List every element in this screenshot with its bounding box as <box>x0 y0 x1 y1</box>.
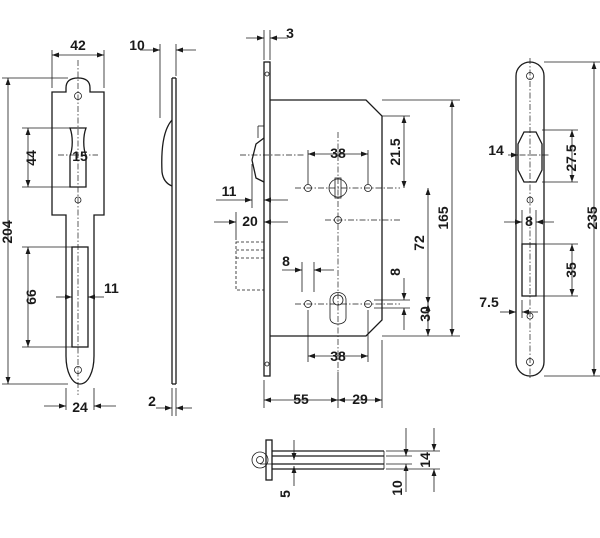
label-21-5: 21.5 <box>387 138 403 165</box>
label-15: 15 <box>72 148 88 164</box>
label-35: 35 <box>563 262 579 278</box>
label-11-strike: 11 <box>104 280 119 296</box>
label-10-section: 10 <box>389 480 405 496</box>
lock-body <box>214 30 460 408</box>
label-38-lower: 38 <box>330 348 346 364</box>
label-10-side: 10 <box>129 37 145 53</box>
label-8-face: 8 <box>525 213 533 229</box>
label-66: 66 <box>23 289 39 305</box>
label-8-left: 8 <box>282 253 290 269</box>
label-20: 20 <box>242 213 258 229</box>
label-24: 24 <box>72 399 88 415</box>
label-235: 235 <box>584 206 600 230</box>
label-5: 5 <box>277 490 293 498</box>
faceplate-front <box>500 58 600 380</box>
label-14-latch: 14 <box>488 142 504 158</box>
label-44: 44 <box>23 150 39 166</box>
striking-plate-side <box>140 44 196 416</box>
label-11-body: 11 <box>222 183 237 199</box>
label-165: 165 <box>435 206 451 230</box>
label-2-side: 2 <box>148 393 156 409</box>
label-42: 42 <box>70 37 86 53</box>
label-204: 204 <box>0 220 15 244</box>
label-8-right: 8 <box>387 268 403 276</box>
dimension-labels: 42 204 44 15 66 11 24 10 2 3 38 21.5 11 … <box>0 25 600 498</box>
label-55: 55 <box>293 391 309 407</box>
label-29: 29 <box>352 391 368 407</box>
label-38-upper: 38 <box>330 145 346 161</box>
label-3: 3 <box>286 25 294 41</box>
label-7-5: 7.5 <box>479 294 499 310</box>
striking-plate-front <box>2 50 116 410</box>
label-14-section: 14 <box>417 452 433 468</box>
bolt-section <box>251 428 440 492</box>
label-27-5: 27.5 <box>563 144 579 171</box>
label-30: 30 <box>417 306 433 322</box>
label-72: 72 <box>411 235 427 251</box>
